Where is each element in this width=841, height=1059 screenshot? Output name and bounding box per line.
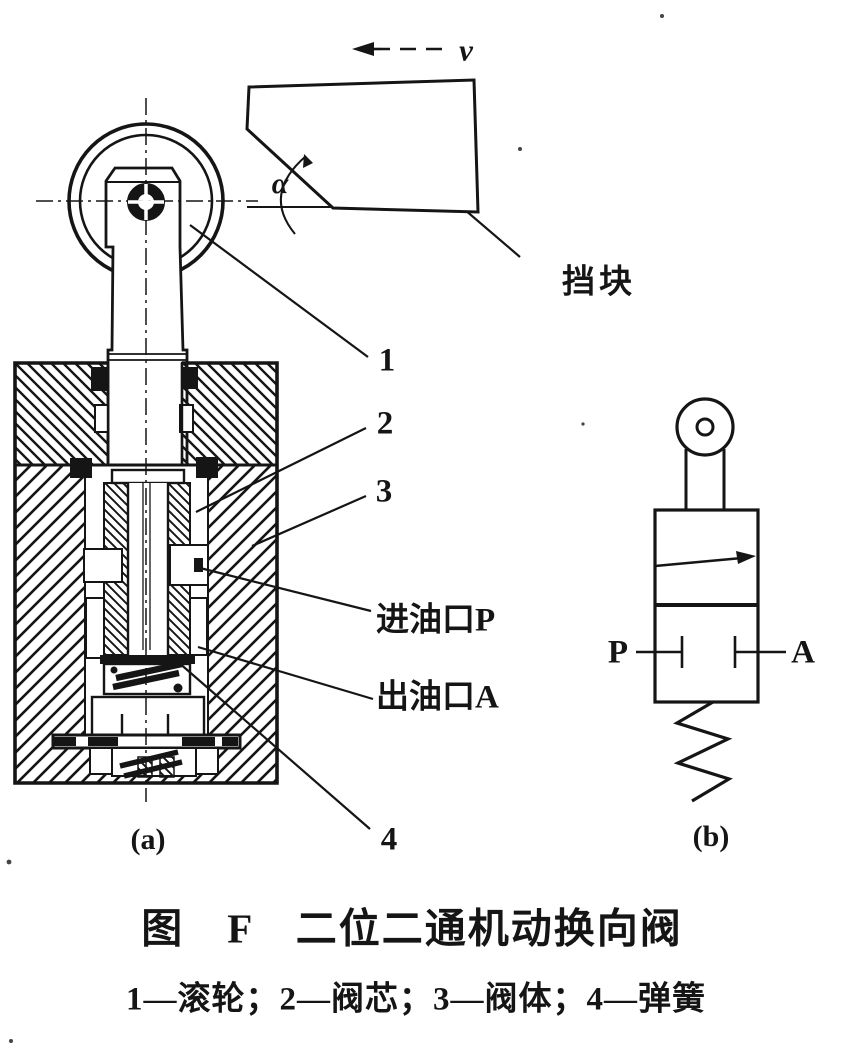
centerlines [36, 98, 258, 802]
port-a-label: A [791, 634, 815, 671]
part-label-1: 1 [378, 342, 396, 379]
symbol-ports [636, 636, 786, 668]
leader-lines [169, 185, 521, 830]
velocity-label: v [459, 32, 473, 68]
outlet-port-left [85, 597, 105, 659]
velocity-arrow [352, 42, 450, 56]
subfigure-b-label: (b) [692, 820, 730, 853]
outlet-port-label: 出油口A [376, 679, 499, 716]
symbol-spring [673, 700, 733, 803]
cam-block-label: 挡块 [562, 264, 636, 301]
part-label-4: 4 [380, 821, 398, 858]
symbol-roller-axle [695, 417, 715, 437]
spring [102, 660, 192, 696]
part-label-2: 2 [376, 405, 394, 442]
part-label-3: 3 [375, 473, 393, 510]
valve-symbol [636, 397, 786, 803]
symbol-stem [684, 449, 726, 510]
figure-caption-title: 图 F 二位二通机动换向阀 [141, 905, 683, 952]
scan-specks [6, 14, 664, 1043]
angle-arrowhead [303, 154, 313, 168]
inlet-port-label: 进油口P [376, 602, 496, 639]
cam-block [245, 42, 480, 235]
inlet-port-left [83, 548, 123, 583]
symbol-flow-arrow [654, 551, 756, 568]
figure-caption-parts: 1—滚轮；2—阀芯；3—阀体；4—弹簧 [126, 981, 706, 1018]
spool [100, 468, 195, 664]
port-p-label: P [607, 634, 629, 671]
outlet-port-right [189, 597, 208, 656]
lower-spring [111, 747, 197, 779]
roller-pin [127, 183, 165, 221]
angle-arc [279, 155, 307, 235]
angle-label: α [271, 167, 289, 200]
seals [70, 367, 218, 478]
subfigure-a-label: (a) [130, 823, 166, 856]
